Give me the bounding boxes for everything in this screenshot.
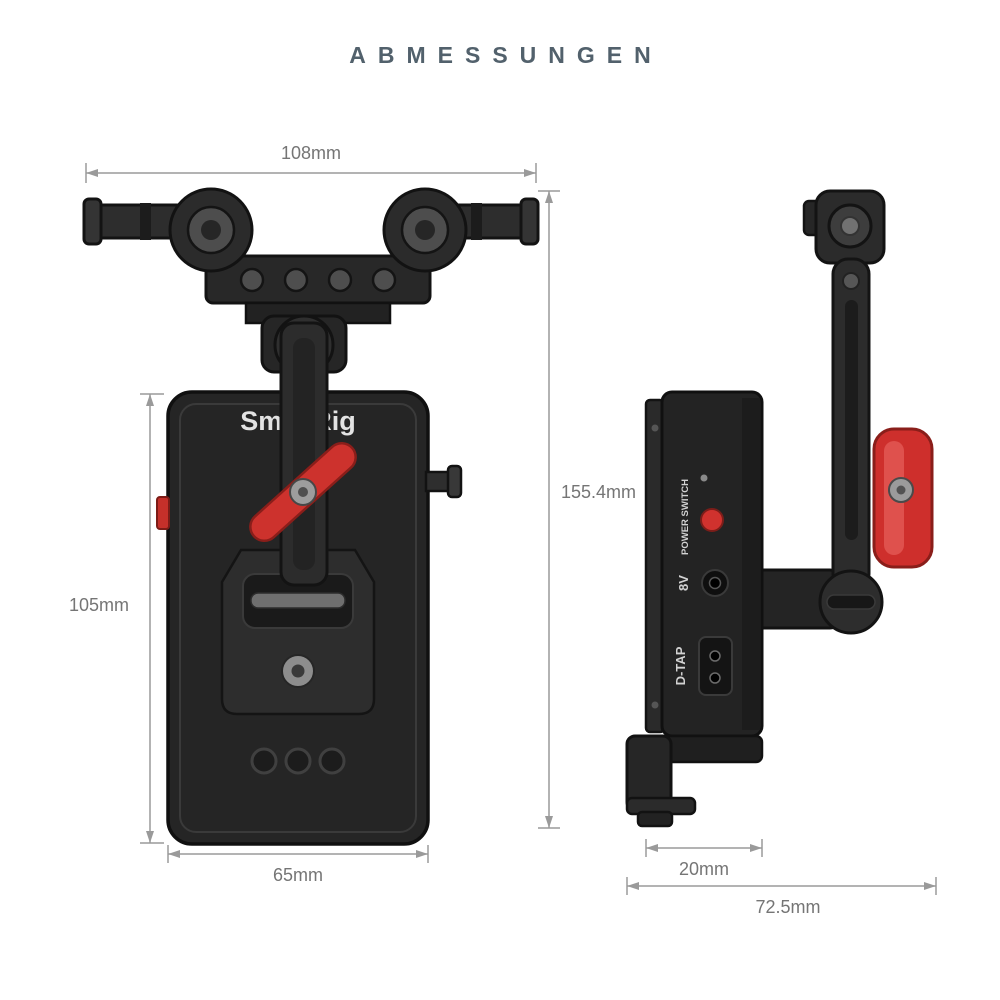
power-button: [700, 508, 724, 532]
dim-label-20: 20mm: [679, 859, 729, 879]
power-switch-label: POWER SWITCH: [680, 479, 691, 555]
dim-front-width-bottom: 65mm: [167, 845, 429, 885]
side-thumbscrew: [424, 464, 463, 499]
front-view: SmallRig: [82, 187, 540, 846]
left-clamp-ring: [168, 187, 254, 273]
dim-front-width-top: 108mm: [85, 143, 537, 183]
dim-label-108: 108mm: [281, 143, 341, 163]
dim-side-height: 155.4mm: [538, 190, 636, 829]
dim-side-depth-plate: 20mm: [645, 839, 763, 879]
release-button-red: [156, 496, 170, 530]
dimension-annotations: 108mm 105mm 65mm 155.4mm: [69, 143, 937, 917]
bottom-clip: [625, 734, 764, 828]
page-title: ABMESSUNGEN: [349, 42, 663, 68]
bottom-ports: [250, 747, 346, 775]
slot-roller: [250, 592, 346, 609]
crossbar-holes: [239, 267, 397, 293]
clamp-crossbar: [204, 254, 432, 305]
vertical-arm: [802, 189, 886, 591]
center-screw: [281, 654, 315, 688]
arm-hinge: [818, 569, 884, 635]
dim-label-155: 155.4mm: [561, 482, 636, 502]
side-view: POWER SWITCH 8V D-TAP: [625, 189, 934, 828]
dtap-port: [698, 636, 733, 696]
battery-plate-front: SmallRig: [156, 390, 463, 846]
dim-front-height: 105mm: [69, 393, 164, 844]
red-ratchet-knob: [872, 427, 934, 569]
dim-label-105: 105mm: [69, 595, 129, 615]
dc-port-8v: [701, 569, 729, 597]
dim-label-72: 72.5mm: [755, 897, 820, 917]
dim-side-depth-total: 72.5mm: [626, 877, 937, 917]
status-led: [700, 474, 708, 482]
support-arm: [279, 321, 329, 587]
right-clamp-ring: [382, 187, 468, 273]
dim-label-65: 65mm: [273, 865, 323, 885]
battery-plate-side: POWER SWITCH 8V D-TAP: [625, 390, 764, 828]
dtap-label: D-TAP: [673, 646, 688, 685]
red-ratchet-lever: [249, 441, 357, 543]
voltage-label: 8V: [676, 575, 691, 591]
